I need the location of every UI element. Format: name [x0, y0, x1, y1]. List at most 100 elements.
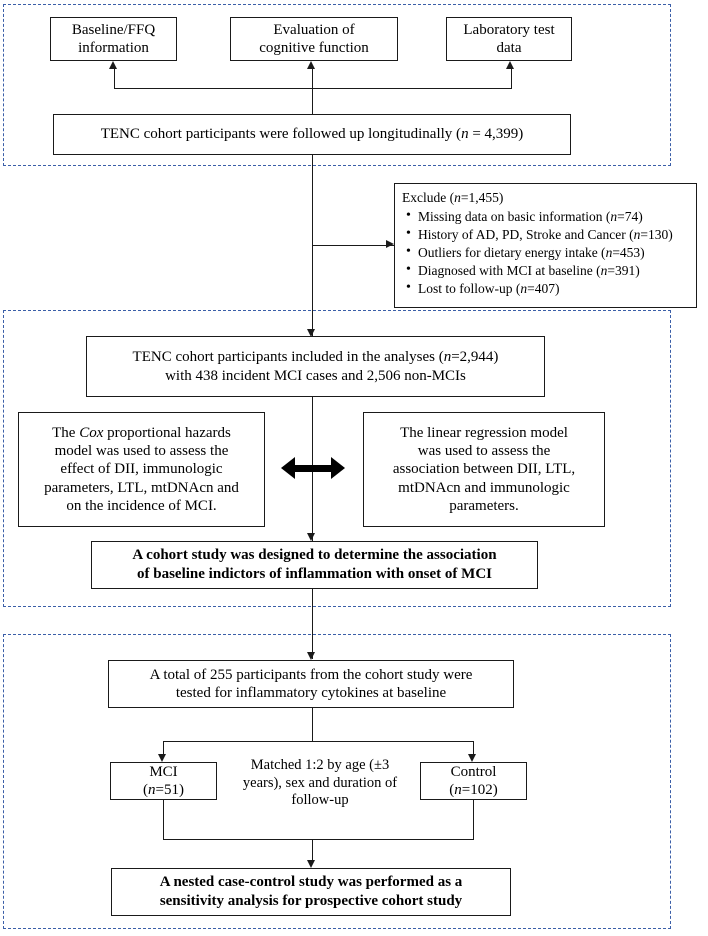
exclusion-title: Exclude (n=1,455) [402, 190, 689, 207]
connector-cytokine-down [312, 708, 313, 741]
group-mci-count: (n=51) [116, 781, 211, 799]
double-arrow-right-head-icon [331, 457, 345, 479]
group-control-label: Control [450, 763, 497, 780]
exclusion-item-n: n [633, 226, 641, 242]
analysis-line1-after: =2,944) [451, 349, 499, 366]
connector-group-split-horizontal [163, 741, 474, 742]
cytokine-line2: tested for inflammatory cytokines at bas… [175, 685, 447, 701]
connector-control-down [473, 800, 474, 839]
nested-conclusion-line1: A nested case-control study was performe… [159, 873, 463, 890]
connector-branch-to-baseline [114, 69, 115, 89]
models-relation-double-arrow-icon [281, 457, 345, 479]
list-item: Diagnosed with MCI at baseline (n=391) [406, 261, 689, 280]
arrowhead-to-mci-icon [158, 754, 166, 762]
connector-followup-to-branch [312, 88, 313, 114]
connector-split-to-control [473, 741, 474, 755]
lr-model-line1: The linear regression model [400, 424, 568, 441]
source-box-line1: Laboratory test [463, 21, 555, 38]
arrowhead-to-baseline-icon [109, 61, 117, 69]
list-item: History of AD, PD, Stroke and Cancer (n=… [406, 225, 689, 244]
analysis-line1-n: n [443, 349, 452, 366]
exclusion-item-text: Missing data on basic information ( [418, 208, 611, 224]
followup-cohort-box: TENC cohort participants were followed u… [53, 114, 571, 155]
exclusion-item-text: Lost to follow-up ( [418, 280, 521, 296]
connector-mci-down [163, 800, 164, 839]
source-box-cognitive-evaluation: Evaluation of cognitive function [230, 17, 398, 61]
nested-conclusion-box: A nested case-control study was performe… [111, 868, 511, 916]
cytokine-testing-box: A total of 255 participants from the coh… [108, 660, 514, 708]
exclusion-item-after: =74) [617, 208, 643, 224]
exclusion-title-before: Exclude ( [402, 190, 455, 205]
arrowhead-to-control-icon [468, 754, 476, 762]
panel-nested-case-control [3, 634, 671, 929]
cox-model-line5: on the incidence of MCI. [66, 497, 217, 514]
source-box-line2: data [496, 40, 522, 56]
connector-split-to-mci [163, 741, 164, 755]
arrowhead-to-analysis-icon [307, 329, 315, 337]
cox-line1-b: proportional hazards [103, 424, 231, 441]
group-control-after: =102) [461, 782, 498, 798]
connector-branch-to-cognitive [312, 69, 313, 89]
followup-n-italic: n [461, 126, 469, 143]
connector-group-merge-horizontal [163, 839, 474, 840]
cytokine-line1: A total of 255 participants from the coh… [149, 666, 473, 683]
cox-line1-italic: Cox [79, 424, 104, 441]
source-box-line1: Evaluation of [273, 21, 355, 38]
exclusion-item-text: Outliers for dietary energy intake ( [418, 244, 606, 260]
list-item: Lost to follow-up (n=407) [406, 279, 689, 298]
panel-cohort-analysis [3, 310, 671, 607]
exclusion-item-text: Diagnosed with MCI at baseline ( [418, 262, 601, 278]
group-control-count: (n=102) [426, 781, 521, 799]
lr-model-line4: mtDNAcn and immunologic [398, 479, 570, 496]
exclusion-reason-list: Missing data on basic information (n=74)… [402, 207, 689, 298]
exclusion-item-text: History of AD, PD, Stroke and Cancer ( [418, 226, 634, 242]
exclusion-item-after: =391) [607, 262, 640, 278]
arrowhead-to-cohort-conclusion-icon [307, 533, 315, 541]
exclusion-item-after: =453) [612, 244, 645, 260]
source-box-line2: cognitive function [259, 40, 369, 56]
source-box-laboratory-test: Laboratory test data [446, 17, 572, 61]
arrowhead-to-laboratory-icon [506, 61, 514, 69]
nested-conclusion-line2: sensitivity analysis for prospective coh… [159, 893, 463, 909]
analysis-population-line2: with 438 incident MCI cases and 2,506 no… [165, 367, 466, 384]
group-mci-paren: ( [143, 782, 149, 798]
double-arrow-left-head-icon [281, 457, 295, 479]
group-mci-after: =51) [155, 782, 184, 798]
followup-text-after: = 4,399) [468, 126, 524, 143]
lr-model-line5: parameters. [449, 497, 519, 514]
matching-line3: follow-up [291, 792, 349, 809]
connector-branch-horizontal [114, 88, 512, 89]
lr-model-line2: was used to assess the [417, 443, 551, 460]
arrowhead-to-cognitive-icon [307, 61, 315, 69]
group-mci-n: n [148, 782, 156, 798]
arrowhead-to-cytokine-box-icon [307, 652, 315, 660]
connector-to-exclusion [312, 245, 394, 246]
exclusion-item-n: n [520, 280, 528, 296]
followup-text-before: TENC cohort participants were followed u… [100, 126, 462, 143]
analysis-line1-before: TENC cohort participants included in the… [132, 349, 444, 366]
group-control-paren: ( [449, 782, 455, 798]
source-box-baseline-ffq: Baseline/FFQ information [50, 17, 177, 61]
cohort-conclusion-box: A cohort study was designed to determine… [91, 541, 538, 589]
arrowhead-to-exclusion-icon [386, 240, 394, 248]
exclusion-box: Exclude (n=1,455) Missing data on basic … [394, 183, 697, 308]
connector-branch-to-laboratory [511, 69, 512, 89]
cox-model-line4: parameters, LTL, mtDNAcn and [44, 479, 239, 496]
linear-regression-model-box: The linear regression model was used to … [363, 412, 605, 527]
matching-criteria-caption: Matched 1:2 by age (±3 years), sex and d… [228, 757, 412, 810]
exclusion-title-after: =1,455) [460, 190, 504, 205]
source-box-line2: information [78, 40, 149, 56]
exclusion-item-n: n [610, 208, 618, 224]
group-box-control: Control (n=102) [420, 762, 527, 800]
cohort-conclusion-line2: of baseline indictors of inflammation wi… [137, 566, 492, 582]
group-box-mci: MCI (n=51) [110, 762, 217, 800]
double-arrow-shaft [291, 465, 335, 472]
list-item: Outliers for dietary energy intake (n=45… [406, 243, 689, 262]
exclusion-item-n: n [600, 262, 608, 278]
analysis-population-line1: TENC cohort participants included in the… [92, 348, 539, 366]
lr-model-line3: association between DII, LTL, [392, 461, 576, 478]
group-control-n: n [454, 782, 462, 798]
list-item: Missing data on basic information (n=74) [406, 207, 689, 226]
cox-model-line1: The Cox proportional hazards [24, 424, 259, 442]
